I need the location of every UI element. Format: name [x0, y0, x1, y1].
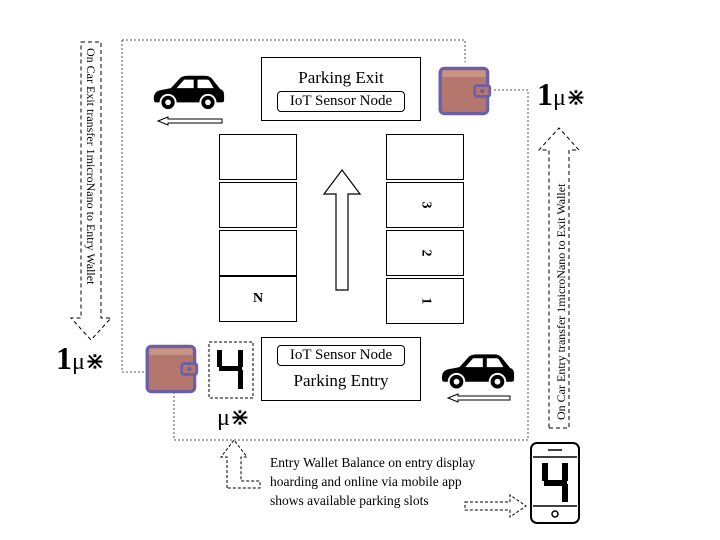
slot-label: N — [252, 291, 264, 306]
parking-exit-title: Parking Exit — [298, 68, 384, 87]
slot-label: 1 — [418, 297, 433, 305]
car-icon — [441, 354, 515, 389]
parking-slot: N — [219, 276, 297, 322]
left-amount: 1μ⋇ — [56, 340, 105, 376]
slot-label: 2 — [418, 249, 433, 257]
slot-label: 3 — [418, 201, 433, 209]
exit-transfer-label: On Car Exit transfer 1microNano to Entry… — [84, 48, 98, 285]
entry-sensor-label: IoT Sensor Node — [276, 345, 406, 366]
mobile-phone-icon — [530, 442, 580, 524]
wallet-icon — [145, 344, 199, 394]
right-amount: 1μ⋇ — [537, 76, 586, 112]
car-icon — [153, 75, 225, 110]
right-transfer-arrow — [537, 127, 581, 429]
parking-entry-node: IoT Sensor Node Parking Entry — [261, 337, 421, 401]
parking-slot: 3 — [386, 182, 464, 228]
balance-unit: μ⋇ — [217, 405, 250, 431]
left-transfer-arrow — [69, 41, 113, 341]
parking-slot — [219, 230, 297, 276]
parking-slot — [386, 134, 464, 180]
parking-slot — [219, 182, 297, 228]
entry-transfer-label: On Car Entry transfer 1microNano to Exit… — [554, 183, 568, 420]
parking-slot — [219, 134, 297, 180]
description: Entry Wallet Balance on entry display ho… — [270, 455, 476, 508]
parking-slot: 2 — [386, 230, 464, 276]
parking-slot: 1 — [386, 278, 464, 324]
parking-exit-node: Parking Exit IoT Sensor Node — [261, 57, 421, 121]
exit-sensor-label: IoT Sensor Node — [276, 91, 406, 112]
wallet-icon — [438, 66, 492, 116]
up-arrow-icon — [322, 169, 362, 291]
parking-entry-title: Parking Entry — [293, 371, 389, 390]
